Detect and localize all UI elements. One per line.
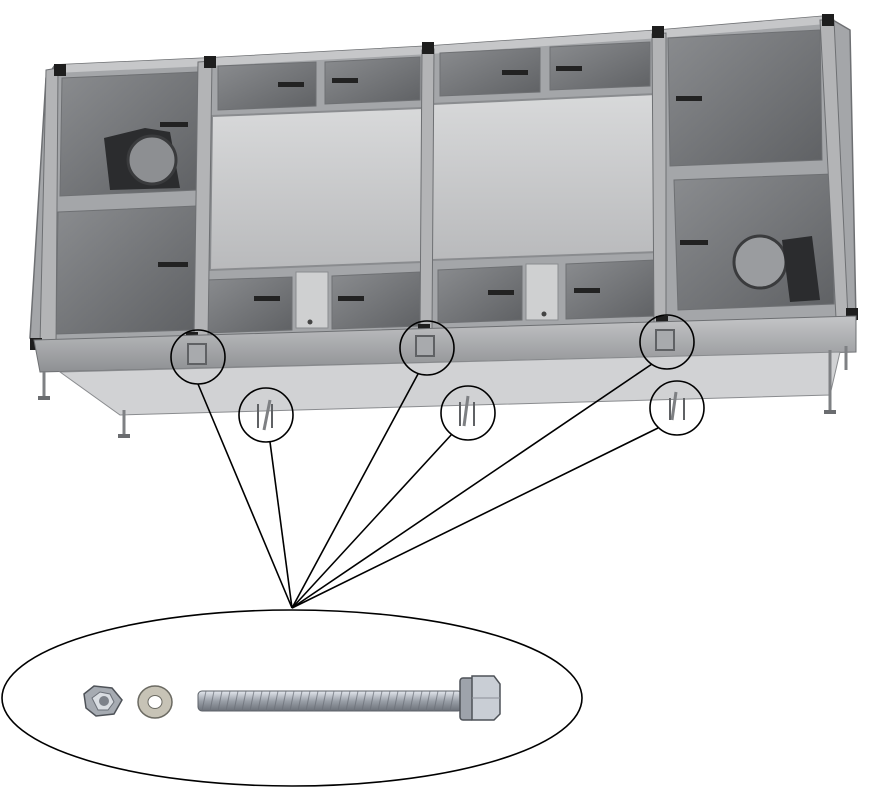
leader-lines: [197, 363, 659, 609]
hex-nut-icon: [83, 685, 123, 717]
callout-circle-5: [639, 314, 695, 370]
air-handling-unit: [29, 14, 858, 438]
flat-washer-icon: [137, 685, 173, 719]
threaded-bolt-icon: [197, 675, 501, 721]
leader-line-4: [291, 433, 453, 609]
callout-circle-2: [238, 387, 294, 443]
right-lower-compartment: [673, 173, 835, 311]
leader-line-6: [291, 427, 659, 609]
lower-door-row: [205, 259, 657, 334]
callout-circle-4: [440, 385, 496, 441]
door-handle: [158, 262, 188, 267]
left-lower-compartment: [55, 205, 197, 335]
base-frame: [33, 315, 857, 373]
foot-brackets: [187, 329, 685, 428]
support-legs: [42, 346, 848, 436]
leader-line-3: [291, 373, 419, 609]
right-upper-compartment: [667, 29, 823, 167]
large-panel-left: [208, 106, 423, 272]
leader-line-5: [291, 363, 653, 609]
callout-circle-6: [649, 380, 705, 436]
large-panel-right: [431, 92, 660, 262]
leader-line-2: [269, 441, 293, 609]
callout-circle-3: [399, 320, 455, 376]
upper-door-row: [217, 41, 651, 111]
fan-motor: [782, 236, 820, 302]
leader-line-1: [197, 383, 293, 609]
left-upper-compartment: [59, 71, 199, 197]
top-rail: [55, 16, 826, 73]
